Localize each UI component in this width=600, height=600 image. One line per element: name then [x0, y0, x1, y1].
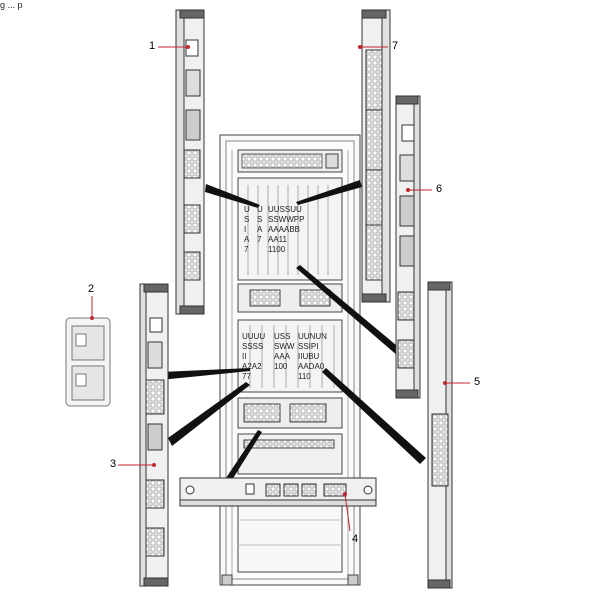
- callout-7: 7: [392, 40, 399, 52]
- callout-lines: [91, 46, 470, 532]
- module-1: [175, 9, 205, 315]
- lower-slot-label-2: USS SWW AAA 100: [274, 332, 295, 371]
- upper-slot-label-2: U S A 7: [257, 205, 263, 244]
- callout-3: 3: [110, 458, 117, 470]
- callout-dots: [90, 45, 447, 496]
- callout-6: 6: [436, 183, 443, 195]
- callout-1: 1: [149, 40, 156, 52]
- lower-slot-label-1: UUUU SSSS II A2A2 77: [242, 332, 266, 381]
- callout-5: 5: [474, 376, 481, 388]
- module-7: [361, 9, 391, 303]
- header-fragment: g ... p: [0, 0, 23, 10]
- callout-2: 2: [88, 283, 95, 295]
- module-2: [65, 317, 111, 407]
- callout-4: 4: [352, 533, 359, 545]
- module-6: [395, 95, 421, 399]
- connector-wedges: [160, 180, 426, 480]
- upper-slot-label-1: U S I A 7: [244, 205, 250, 254]
- module-5: [427, 281, 453, 589]
- module-4: [179, 477, 377, 507]
- upper-slot-label-3: UUSSUU SSWWPP AAAABB AA11 1100: [268, 205, 305, 254]
- module-3: [139, 283, 169, 587]
- lower-slot-label-3: UUNUN SSIPI IIUBU AADA0 110: [298, 332, 327, 381]
